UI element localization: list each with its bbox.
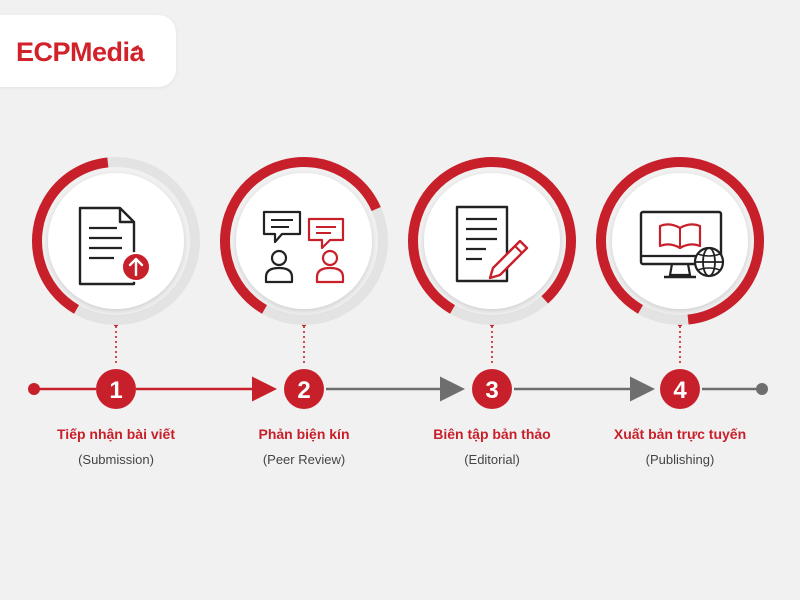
document-upload-icon [78, 206, 151, 286]
step-1-title: Tiếp nhận bài viết [57, 426, 175, 442]
ring-progress [220, 157, 388, 325]
step-3-title: Biên tập bản thảo [433, 426, 551, 442]
step-3: 3 [408, 157, 576, 409]
step-1: 1 [31, 157, 200, 409]
step-2-subtitle: (Peer Review) [262, 452, 346, 467]
connectors [113, 321, 683, 366]
step-4-subtitle: (Publishing) [645, 452, 715, 467]
ring-progress [596, 157, 765, 325]
document-edit-icon [455, 205, 529, 283]
timeline [28, 376, 768, 402]
step-number: 4 [673, 377, 687, 404]
step-2-title: Phản biện kín [258, 426, 350, 442]
timeline-end-dot [756, 383, 768, 395]
step-number-badge [472, 369, 512, 409]
logo-card: ECPMedia [0, 15, 176, 87]
ring-progress [408, 157, 576, 325]
step-number-badge [284, 369, 324, 409]
peer-review-chat-icon [262, 210, 345, 284]
step-number: 3 [485, 377, 498, 404]
logo: ECPMedia [16, 37, 145, 67]
step-4: 4 [596, 157, 765, 409]
step-2: 2 [220, 157, 388, 409]
step-number-badge [660, 369, 700, 409]
step-number: 1 [109, 377, 122, 404]
signal-icon [133, 45, 140, 52]
step-3-subtitle: (Editorial) [464, 452, 520, 467]
ring-progress [31, 157, 200, 325]
step-circle [48, 173, 184, 309]
step-1-subtitle: (Submission) [78, 452, 154, 467]
step-number: 2 [297, 377, 310, 404]
online-publishing-icon [639, 210, 725, 279]
step-circle [424, 173, 560, 309]
step-circle [236, 173, 372, 309]
step-4-title: Xuất bản trực tuyến [613, 426, 747, 442]
step-number-badge [96, 369, 136, 409]
